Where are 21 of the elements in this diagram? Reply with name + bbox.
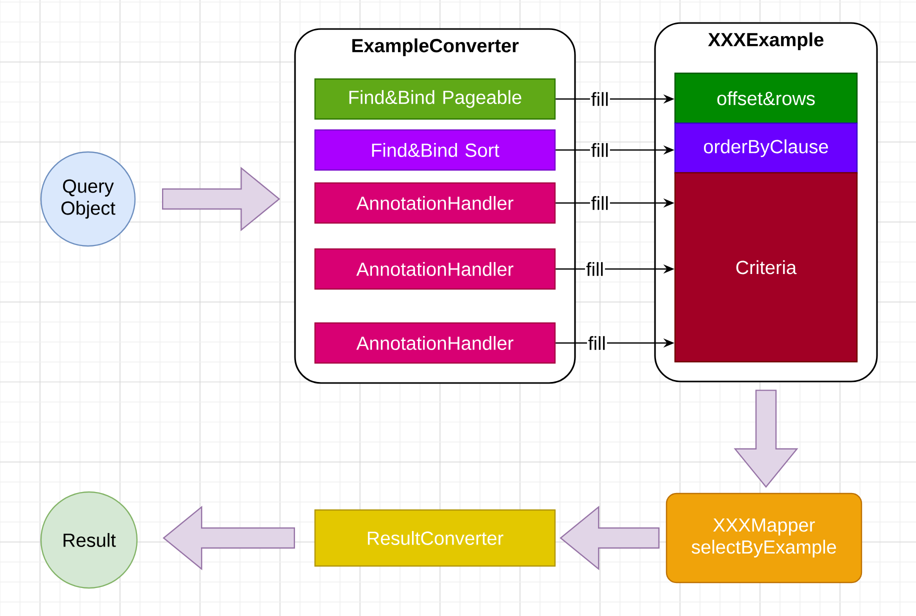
edge-label: fill (587, 335, 607, 351)
edge-label: fill (590, 91, 610, 107)
process-box: AnnotationHandler (314, 248, 556, 290)
circle-node: Query Object (40, 151, 136, 247)
block-arrow (162, 166, 280, 232)
process-box: Find&Bind Sort (314, 129, 556, 171)
field-block: orderByClause (674, 122, 858, 174)
block-arrow (162, 506, 296, 570)
edge-label: fill (590, 195, 610, 211)
field-block: offset&rows (674, 72, 858, 124)
edge-label: fill (585, 261, 605, 277)
edge-label: fill (590, 142, 610, 158)
block-arrow (560, 506, 660, 570)
process-box: AnnotationHandler (314, 182, 556, 224)
field-block: Criteria (674, 172, 858, 362)
process-box: Find&Bind Pageable (314, 78, 556, 120)
block-arrow (734, 390, 798, 488)
process-box: AnnotationHandler (314, 322, 556, 364)
process-box: ResultConverter (314, 509, 556, 567)
process-box: XXXMapper selectByExample (666, 492, 862, 584)
circle-node: Result (40, 491, 138, 589)
